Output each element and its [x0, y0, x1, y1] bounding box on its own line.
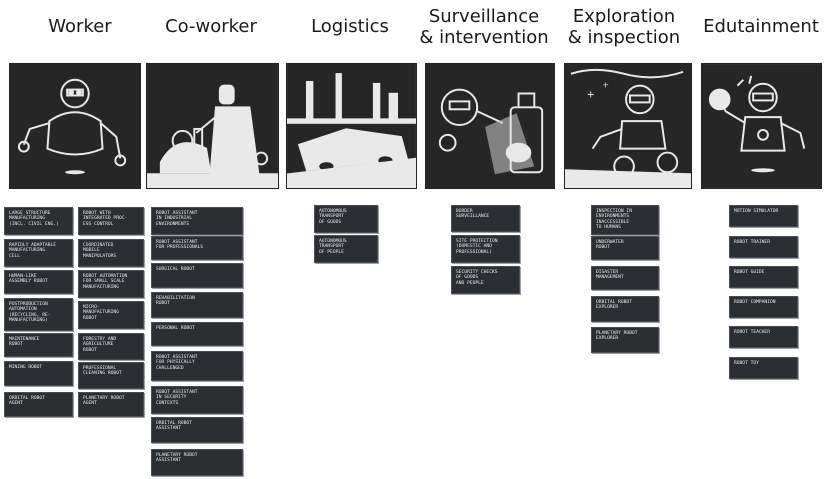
card-surveillance-0[interactable]: Border surveillance [451, 205, 520, 232]
card-exploration-0[interactable]: Inspection in environments inaccessible … [591, 205, 659, 235]
heading-logistics: Logistics [311, 16, 389, 37]
card-edutainment-5[interactable]: Robot toy [729, 357, 798, 379]
card-logistics-1[interactable]: Autonomous transport of people [314, 235, 378, 263]
panel-edutainment [701, 63, 822, 189]
entertainer-robot-icon [702, 64, 821, 188]
card-logistics-0[interactable]: Autonomous transport of goods [314, 205, 378, 233]
panel-coworker [146, 63, 279, 189]
security-scanner-robot-icon [426, 64, 554, 188]
card-worker-right-0[interactable]: Robot with integrated proc- ess control [78, 207, 144, 235]
card-worker-left-2[interactable]: Human-like assembly robot [4, 270, 73, 294]
card-coworker-6[interactable]: Robot assistant in security contexts [151, 386, 243, 414]
card-worker-left-0[interactable]: Large structure manufacturing (incl. civ… [4, 207, 73, 235]
card-worker-right-6[interactable]: Planetary robot agent [78, 392, 144, 417]
svg-text:+: + [602, 81, 609, 90]
autonomous-vehicle-city-icon [287, 64, 416, 188]
heading-worker: Worker [48, 16, 112, 37]
card-surveillance-2[interactable]: Security checks of goods and people [451, 266, 520, 294]
card-worker-right-1[interactable]: Coordinated mobile manipulators [78, 239, 144, 267]
explorer-rover-robot-icon: + + [565, 64, 691, 188]
card-exploration-1[interactable]: Underwater robot [591, 236, 659, 260]
card-worker-right-2[interactable]: Robot automation for small scale manufac… [78, 270, 144, 298]
card-coworker-4[interactable]: Personal robot [151, 322, 243, 346]
heading-coworker: Co-worker [165, 16, 257, 37]
card-worker-right-4[interactable]: Forestry and agriculture robot [78, 333, 144, 360]
card-worker-left-1[interactable]: Rapidly adaptable manufacturing cell [4, 239, 73, 267]
card-exploration-4[interactable]: Planetary robot explorer [591, 327, 659, 353]
panel-surveillance [425, 63, 555, 189]
card-worker-left-6[interactable]: Orbital robot agent [4, 392, 73, 417]
card-worker-right-3[interactable]: Micro- manufacturing robot [78, 301, 144, 329]
card-coworker-1[interactable]: Robot assistant for professionals [151, 236, 243, 260]
card-worker-right-5[interactable]: Professional cleaning robot [78, 362, 144, 389]
card-coworker-3[interactable]: Rehabilitation robot [151, 292, 243, 318]
card-coworker-0[interactable]: Robot assistant in industrial environmen… [151, 207, 243, 235]
card-exploration-2[interactable]: Disaster management [591, 266, 659, 290]
svg-text:+: + [587, 89, 595, 100]
card-worker-left-4[interactable]: Maintenance robot [4, 333, 73, 357]
card-surveillance-1[interactable]: Site protection (domestic and profession… [451, 235, 520, 263]
humanoid-robot-icon [10, 64, 140, 188]
panel-logistics [286, 63, 417, 189]
card-edutainment-2[interactable]: Robot guide [729, 266, 798, 288]
heading-edutainment: Edutainment [703, 16, 819, 37]
card-edutainment-3[interactable]: Robot companion [729, 296, 798, 318]
card-worker-left-3[interactable]: Postproduction automation (recycling, re… [4, 298, 73, 331]
panel-worker [9, 63, 141, 189]
card-coworker-2[interactable]: Surgical robot [151, 263, 243, 288]
card-worker-left-5[interactable]: Mining robot [4, 361, 73, 386]
heading-surveillance: Surveillance & intervention [419, 6, 549, 48]
card-edutainment-4[interactable]: Robot teacher [729, 326, 798, 348]
card-edutainment-1[interactable]: Robot trainer [729, 236, 798, 258]
card-exploration-3[interactable]: Orbital robot explorer [591, 296, 659, 322]
card-edutainment-0[interactable]: Motion simulator [729, 205, 798, 227]
card-coworker-7[interactable]: Orbital robot assistant [151, 417, 243, 443]
heading-exploration: Exploration & inspection [567, 6, 681, 48]
card-coworker-8[interactable]: Planetary robot assistant [151, 449, 243, 476]
card-coworker-5[interactable]: Robot assistant for physically challenge… [151, 351, 243, 381]
lab-coworker-robot-icon [147, 64, 278, 188]
panel-exploration: + + [564, 63, 692, 189]
